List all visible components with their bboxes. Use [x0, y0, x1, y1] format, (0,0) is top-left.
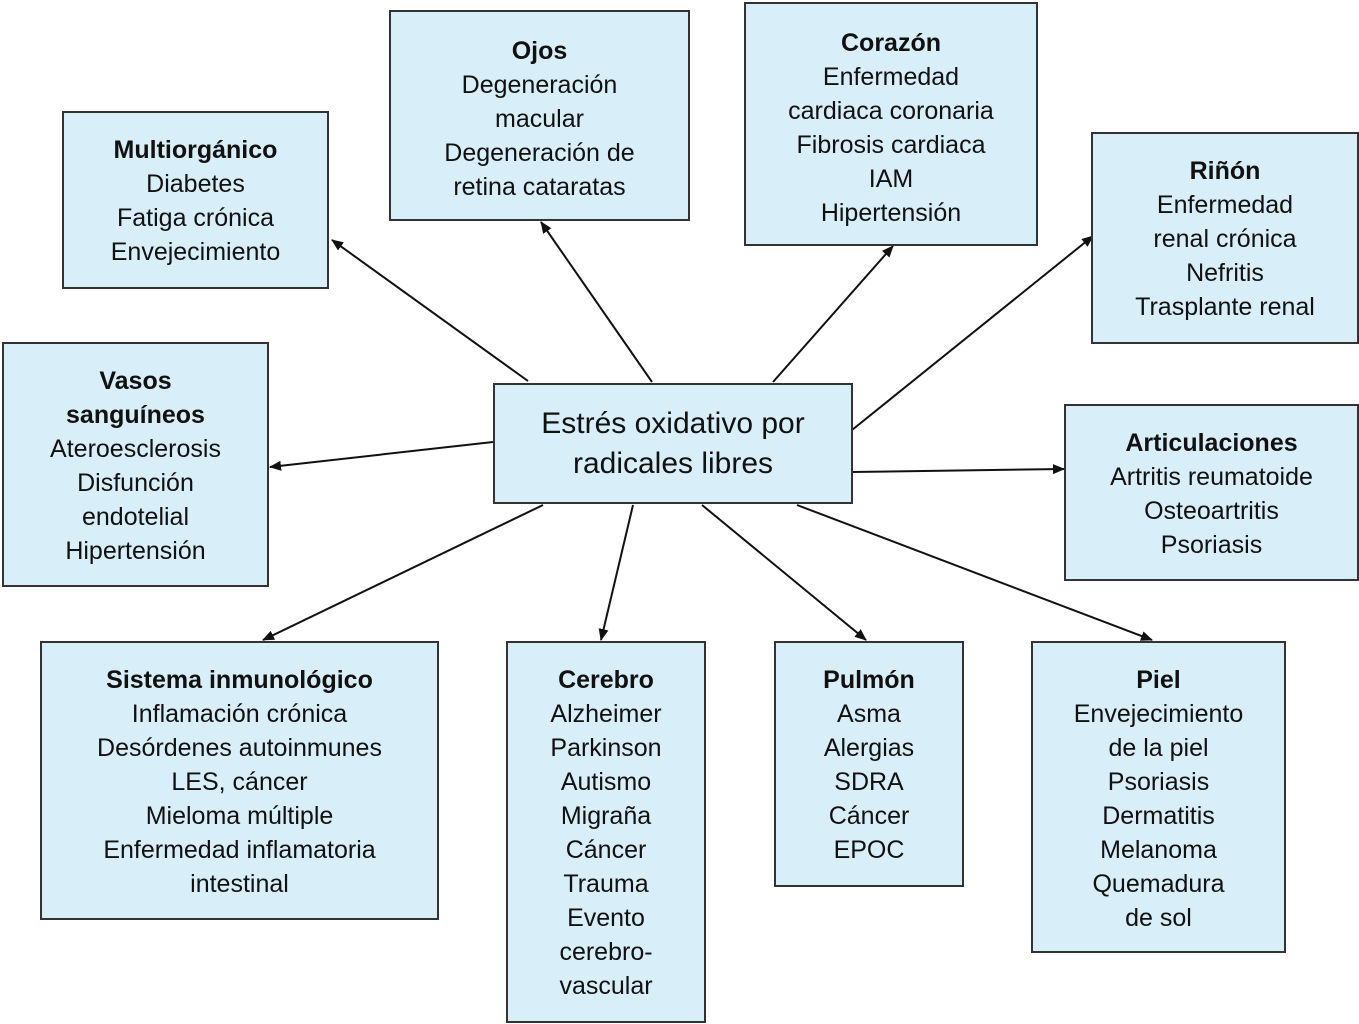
- rinon-item: Nefritis: [1186, 259, 1264, 287]
- vasos-item: Ateroesclerosis: [50, 435, 221, 463]
- piel-item: Psoriasis: [1107, 768, 1210, 796]
- vasos-title: Vasos: [99, 367, 172, 395]
- center-line: radicales libres: [572, 446, 774, 480]
- corazon-item: Enfermedad: [822, 63, 960, 91]
- inmunologico-item: Inflamación crónica: [131, 700, 348, 728]
- cerebro-item: Cáncer: [565, 836, 647, 864]
- ojos-title: Ojos: [511, 37, 568, 65]
- pulmon-item: Cáncer: [828, 802, 910, 830]
- articulaciones-title: Articulaciones: [1125, 429, 1298, 457]
- rinon-item: Enfermedad: [1156, 191, 1294, 219]
- cerebro-item: Parkinson: [550, 734, 662, 762]
- arrow-multiorganico: [331, 239, 529, 382]
- cerebro-item: vascular: [559, 972, 653, 1000]
- rinon-item: renal crónica: [1153, 225, 1297, 253]
- inmunologico-item: intestinal: [190, 870, 289, 898]
- cerebro-title: Cerebro: [558, 666, 654, 694]
- piel-item: de sol: [1125, 904, 1192, 932]
- pulmon-title: Pulmón: [823, 666, 915, 694]
- center-line: Estrés oxidativo por: [541, 406, 805, 440]
- articulaciones-item: Artritis reumatoide: [1110, 463, 1313, 491]
- pulmon-item: Asma: [837, 700, 901, 728]
- pulmon-item: Alergias: [823, 734, 915, 762]
- corazon-item: cardiaca coronaria: [788, 97, 994, 125]
- rinon-item: Trasplante renal: [1135, 293, 1315, 321]
- multiorganico-item: Diabetes: [146, 170, 245, 198]
- arrow-corazon: [772, 245, 894, 383]
- arrow-cerebro: [598, 504, 634, 641]
- vasos-title: sanguíneos: [66, 401, 205, 429]
- articulaciones-item: Psoriasis: [1160, 531, 1263, 559]
- rinon-title: Riñón: [1189, 157, 1261, 185]
- multiorganico-item: Fatiga crónica: [116, 204, 275, 232]
- vasos-item: Hipertensión: [65, 537, 206, 565]
- inmunologico-item: LES, cáncer: [171, 768, 308, 796]
- ojos-item: macular: [495, 105, 584, 133]
- inmunologico-title: Sistema inmunológico: [106, 666, 373, 694]
- piel-item: Melanoma: [1100, 836, 1217, 864]
- articulaciones-item: Osteoartritis: [1144, 497, 1279, 525]
- pulmon-item: SDRA: [834, 768, 904, 796]
- cerebro-item: cerebro-: [559, 938, 653, 966]
- piel-item: Envejecimiento: [1073, 700, 1244, 728]
- vasos-item: endotelial: [81, 503, 190, 531]
- arrow-pulmon: [701, 504, 867, 641]
- arrow-vasos: [269, 441, 494, 471]
- corazon-item: Fibrosis cardiaca: [796, 131, 986, 159]
- corazon-title: Corazón: [841, 29, 941, 57]
- inmunologico-item: Desórdenes autoinmunes: [97, 734, 382, 762]
- cerebro-item: Alzheimer: [550, 700, 662, 728]
- ojos-item: retina cataratas: [453, 173, 626, 201]
- ojos-item: Degeneración de: [444, 139, 635, 167]
- arrow-rinon: [851, 235, 1094, 431]
- inmunologico-item: Enfermedad inflamatoria: [103, 836, 376, 864]
- cerebro-item: Trauma: [563, 870, 649, 898]
- pulmon-item: EPOC: [833, 836, 905, 864]
- multiorganico-title: Multiorgánico: [113, 136, 278, 164]
- ojos-item: Degeneración: [461, 71, 618, 99]
- center-box: Estrés oxidativo por radicales libres: [493, 383, 853, 504]
- corazon-item: IAM: [868, 165, 914, 193]
- arrow-piel: [796, 504, 1153, 641]
- arrow-ojos: [540, 221, 653, 383]
- cerebro-item: Migraña: [560, 802, 652, 830]
- piel-item: Dermatitis: [1102, 802, 1215, 830]
- piel-title: Piel: [1136, 666, 1181, 694]
- inmunologico-item: Mieloma múltiple: [145, 802, 334, 830]
- corazon-item: Hipertensión: [820, 199, 962, 227]
- cerebro-item: Evento: [567, 904, 645, 932]
- arrow-articulaciones: [851, 464, 1065, 475]
- piel-item: de la piel: [1108, 734, 1209, 762]
- multiorganico-item: Envejecimiento: [110, 238, 281, 266]
- vasos-item: Disfunción: [77, 469, 194, 497]
- piel-item: Quemadura: [1092, 870, 1225, 898]
- cerebro-item: Autismo: [560, 768, 652, 796]
- arrow-inmunologico: [262, 504, 544, 641]
